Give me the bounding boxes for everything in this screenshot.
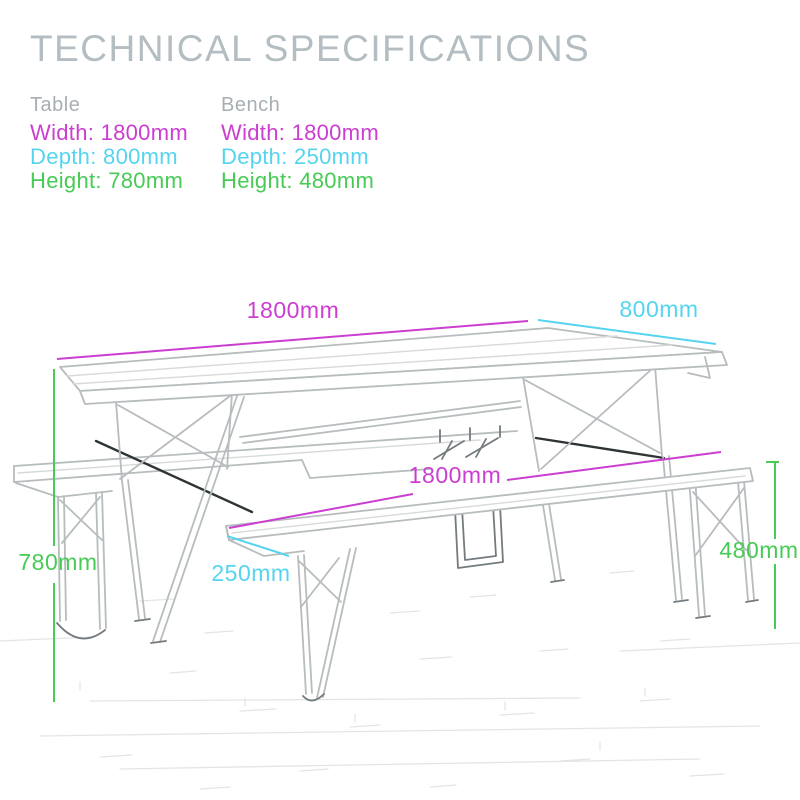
- bench-width-line-left: [228, 493, 414, 529]
- bench-width-label: Width:: [221, 120, 286, 145]
- bench-width-spec: Width: 1800mm: [221, 121, 379, 145]
- bench-depth-spec: Depth: 250mm: [221, 145, 379, 169]
- bench-height-dimension-label: 480mm: [719, 537, 798, 563]
- bench-height-spec: Height: 480mm: [221, 169, 379, 193]
- table-sketch: [59, 327, 728, 644]
- table-depth-value: 800mm: [103, 144, 178, 169]
- table-width-dimension: 1800mm: [56, 297, 529, 360]
- bench-depth-value: 250mm: [294, 144, 369, 169]
- table-height-label: Height:: [30, 168, 102, 193]
- floor-texture: [0, 570, 800, 790]
- table-width-dimension-label: 1800mm: [247, 297, 339, 323]
- table-width-line: [56, 320, 529, 360]
- bench-width-line-right: [506, 451, 722, 481]
- back-bench-sketch: [13, 425, 518, 640]
- table-spec-column: Table Width: 1800mm Depth: 800mm Height:…: [30, 94, 188, 193]
- table-width-label: Width:: [30, 120, 95, 145]
- bench-depth-line: [226, 535, 290, 557]
- table-height-dimension: 780mm: [18, 369, 97, 702]
- front-bench-sketch: [225, 467, 759, 702]
- table-width-spec: Width: 1800mm: [30, 121, 188, 145]
- table-depth-dimension-label: 800mm: [619, 296, 698, 322]
- bench-width-dimension-label: 1800mm: [409, 462, 501, 488]
- bench-depth-label: Depth:: [221, 144, 288, 169]
- table-depth-line: [537, 319, 717, 345]
- table-depth-dimension: 800mm: [537, 296, 717, 345]
- table-height-dimension-label: 780mm: [18, 549, 97, 575]
- table-depth-label: Depth:: [30, 144, 97, 169]
- table-height-value: 780mm: [108, 168, 184, 193]
- table-depth-spec: Depth: 800mm: [30, 145, 188, 169]
- page-title: TECHNICAL SPECIFICATIONS: [30, 28, 591, 69]
- bench-height-dimension: 480mm: [719, 461, 798, 629]
- bench-width-dimension: 1800mm: [228, 451, 722, 529]
- bench-height-label: Height:: [221, 168, 293, 193]
- table-spec-heading: Table: [30, 94, 81, 116]
- bench-depth-dimension: 250mm: [211, 535, 290, 586]
- bench-height-value: 480mm: [299, 168, 375, 193]
- bench-spec-column: Bench Width: 1800mm Depth: 250mm Height:…: [221, 94, 379, 193]
- bench-width-value: 1800mm: [291, 120, 379, 145]
- bench-spec-heading: Bench: [221, 94, 281, 116]
- bench-depth-dimension-label: 250mm: [211, 560, 290, 586]
- table-width-value: 1800mm: [100, 120, 188, 145]
- table-height-spec: Height: 780mm: [30, 169, 188, 193]
